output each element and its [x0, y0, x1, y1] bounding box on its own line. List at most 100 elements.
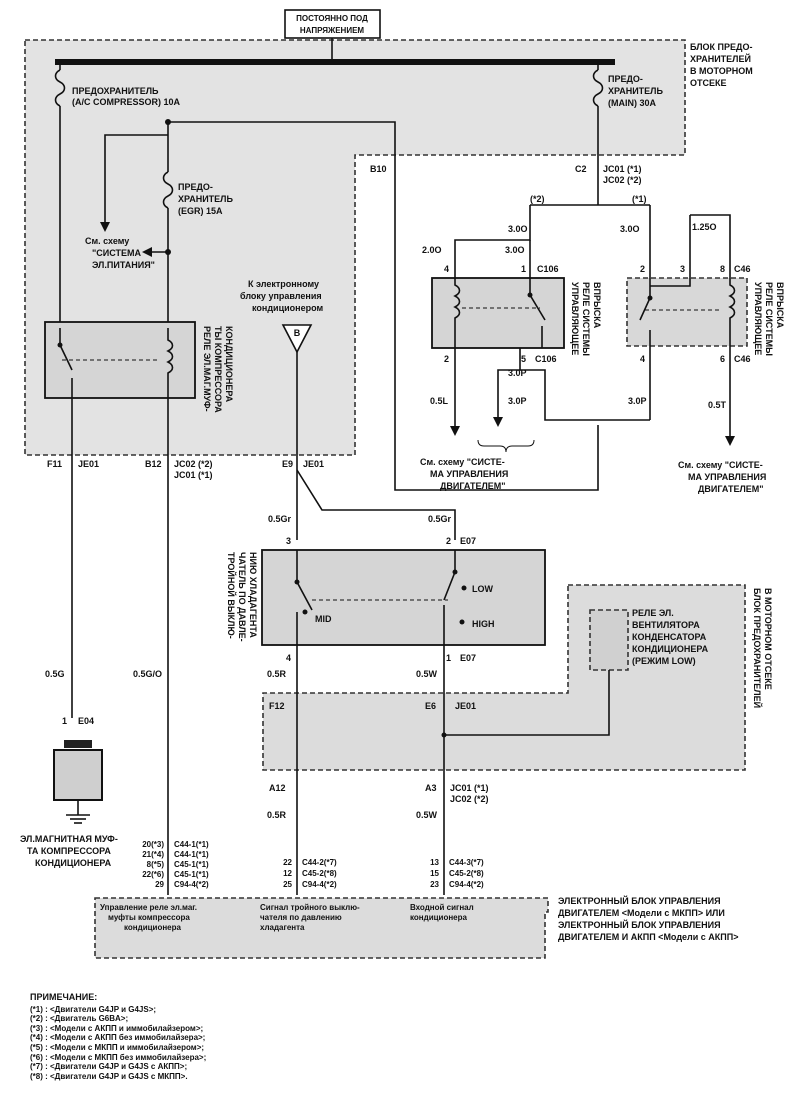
see-engine-2b: МА УПРАВЛЕНИЯ: [688, 472, 766, 482]
relay2-label-3: ВПРЫСКА: [775, 282, 785, 329]
engine-fuse-box-label-3: В МОТОРНОМ: [690, 66, 753, 76]
pin-ps-1: 1: [446, 653, 451, 663]
relay-clutch-coil: [166, 328, 174, 392]
pin-clutch-1: 1: [62, 716, 67, 726]
power-header-line2: НАПРЯЖЕНИЕМ: [300, 26, 365, 35]
conn-jc02-b: JC02 (*2): [174, 459, 213, 469]
ecu-pin: 13: [430, 858, 439, 867]
fan-relay-label-2: ВЕНТИЛЯТОРА: [632, 620, 700, 630]
ecu-pin: 12: [283, 869, 292, 878]
see-engine-1c: ДВИГАТЕЛЕМ": [440, 481, 506, 491]
note-item: (*2) : <Двигатель G6BA>;: [30, 1014, 129, 1024]
ecu-sig2-1: Сигнал тройного выклю-: [260, 903, 360, 912]
note-item: (*5) : <Модели с МКПП и иммобилайзером>;: [30, 1042, 205, 1052]
conn-je01-a: JE01: [78, 459, 99, 469]
conn-f11: F11: [47, 459, 62, 469]
wire-125: 1.25O: [692, 222, 717, 232]
ecu-label-4: ДВИГАТЕЛЕМ И АКПП <Модели с АКПП>: [558, 932, 738, 942]
relay1-label-3: ВПРЫСКА: [592, 282, 602, 329]
fan-relay-label-3: КОНДЕНСАТОРА: [632, 632, 707, 642]
see-engine-1b: МА УПРАВЛЕНИЯ: [430, 469, 508, 479]
fuse-main-label-1: ПРЕДО-: [608, 74, 643, 84]
notes-title: ПРИМЕЧАНИЕ:: [30, 992, 98, 1002]
ecu-pin: 22: [283, 858, 292, 867]
pin-r2-3: 3: [680, 264, 685, 274]
variant-2: (*2): [530, 194, 545, 204]
clutch-label-1: ЭЛ.МАГНИТНАЯ МУФ-: [20, 834, 118, 844]
fan-relay-label-4: КОНДИЦИОНЕРА: [632, 644, 709, 654]
conn-jc02-top: JC02 (*2): [603, 175, 642, 185]
ecu-pin: 21(*4): [142, 850, 164, 859]
ac-control-triangle-label: B: [294, 328, 301, 338]
ecu-label-1: ЭЛЕКТРОННЫЙ БЛОК УПРАВЛЕНИЯ: [558, 895, 721, 906]
ecu-pin: 23: [430, 880, 439, 889]
conn-e04: E04: [78, 716, 94, 726]
conn-c106-a: C106: [537, 264, 559, 274]
ecu-pins-right: 13 C44-3(*7) 15 C45-2(*8) 23 C94-4(*2): [430, 858, 484, 889]
see-power-3: ЭЛ.ПИТАНИЯ": [92, 260, 155, 270]
wire-05g: 0.5G: [45, 669, 65, 679]
ecu-pin: C45-1(*1): [174, 870, 209, 879]
fuse-box-lower-label-2: В МОТОРНОМ ОТСЕКЕ: [763, 588, 773, 690]
conn-je01-b: JE01: [303, 459, 324, 469]
fuse-ac-symbol: [54, 69, 66, 107]
pressure-switch-box: [261, 549, 546, 646]
relay-clutch-label-1: РЕЛЕ ЭЛ.МАГ.МУФ-: [202, 326, 212, 412]
notes: ПРИМЕЧАНИЕ: (*1) : <Двигатели G4JP и G4J…: [30, 992, 590, 1081]
ecu-pin: C94-4(*2): [449, 880, 484, 889]
pin-r1-1: 1: [521, 264, 526, 274]
fuse-main-label-3: (MAIN) 30A: [608, 98, 657, 108]
conn-e07-a: E07: [460, 536, 476, 546]
ecu-pin: C44-3(*7): [449, 858, 484, 867]
fuse-ac-label-2: (A/C COMPRESSOR) 10A: [72, 97, 181, 107]
ecu-pins-left: 20(*3) C44-1(*1) 21(*4) C44-1(*1) 8(*5) …: [142, 840, 209, 889]
engine-fuse-box-label-2: ХРАНИТЕЛЕЙ: [690, 53, 751, 64]
engine-fuse-box-label-4: ОТСЕКЕ: [690, 78, 727, 88]
ps-low: LOW: [472, 584, 493, 594]
relay-injection-2: [626, 277, 748, 347]
pin-r1-4: 4: [444, 264, 449, 274]
pin-r2-4: 4: [640, 354, 645, 364]
ecu-sig3-1: Входной сигнал: [410, 903, 474, 912]
wire-30p-2: 3.0P: [508, 396, 527, 406]
conn-c106-b: C106: [535, 354, 557, 364]
pin-r2-6: 6: [720, 354, 725, 364]
wire-05w-1: 0.5W: [416, 669, 438, 679]
pin-r2-8: 8: [720, 264, 725, 274]
ps-label-1: ТРОЙНОЙ ВЫКЛЮ-: [226, 552, 237, 639]
conn-a3: A3: [425, 783, 437, 793]
fuse-main-symbol: [592, 69, 604, 107]
clutch-label-2: ТА КОМПРЕССОРА: [27, 846, 111, 856]
ecu-label-3: ЭЛЕКТРОННЫЙ БЛОК УПРАВЛЕНИЯ: [558, 919, 721, 930]
wire-05l: 0.5L: [430, 396, 449, 406]
note-item: (*8) : <Двигатели G4JP и G4JS с МКПП>.: [30, 1071, 188, 1081]
wire-30p-3: 3.0P: [628, 396, 647, 406]
ecu-block: [94, 897, 549, 959]
wire-200: 2.0O: [422, 245, 442, 255]
relay-injection-1: [431, 277, 565, 349]
ps-mid: MID: [315, 614, 332, 624]
conn-jc01-c: JC01 (*1): [450, 783, 489, 793]
ecu-pin: 20(*3): [142, 840, 164, 849]
ecu-sig2-3: хладагента: [260, 923, 305, 932]
note-item: (*4) : <Модели с АКПП без иммобилайзера>…: [30, 1033, 206, 1043]
conn-jc02-c: JC02 (*2): [450, 794, 489, 804]
conn-c46-a: C46: [734, 264, 751, 274]
ecu-pin: C45-2(*8): [449, 869, 484, 878]
pin-ps-4: 4: [286, 653, 291, 663]
ecu-sig1-3: кондиционера: [124, 923, 182, 932]
relay-clutch-label-3: КОНДИЦИОНЕРА: [224, 326, 234, 403]
fuse-egr-label-3: (EGR) 15A: [178, 206, 223, 216]
pin-ps-3: 3: [286, 536, 291, 546]
engine-fuse-box-label-1: БЛОК ПРЕДО-: [690, 42, 752, 52]
ecu-pins-mid: 22 C44-2(*7) 12 C45-2(*8) 25 C94-4(*2): [283, 858, 337, 889]
wire-05go: 0.5G/O: [133, 669, 162, 679]
conn-e9: E9: [282, 459, 293, 469]
note-item: (*3) : <Модели с АКПП и иммобилайзером>;: [30, 1023, 204, 1033]
power-header-line1: ПОСТОЯННО ПОД: [296, 14, 368, 23]
wire-300-b: 3.0O: [505, 245, 525, 255]
conn-b10: B10: [370, 164, 387, 174]
pin-ps-2: 2: [446, 536, 451, 546]
ps-high: HIGH: [472, 619, 495, 629]
ps-label-3: НИЮ ХЛАДАГЕНТА: [248, 552, 258, 638]
